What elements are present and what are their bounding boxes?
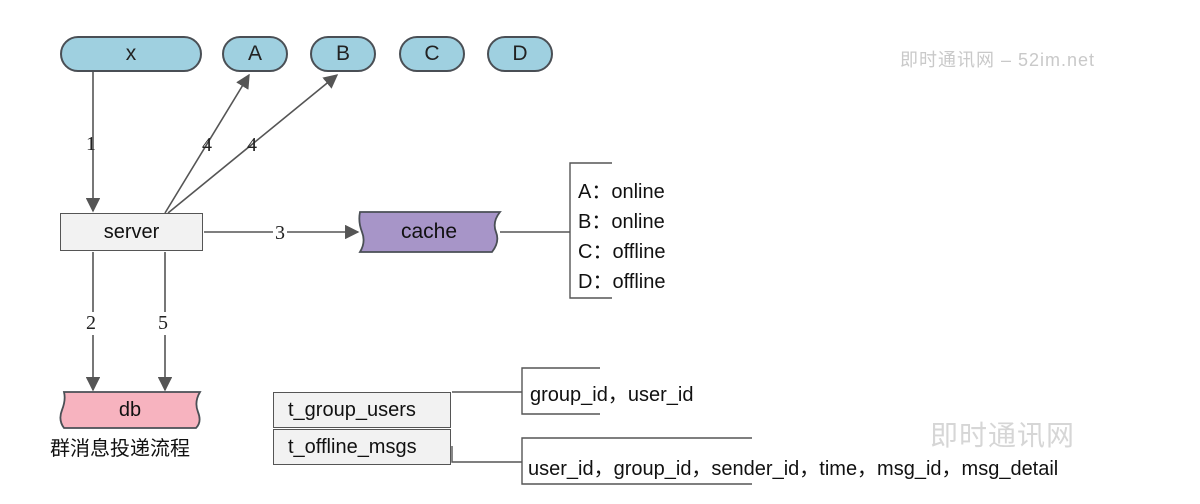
edge-label-4a: 4 (202, 134, 212, 156)
cache-label: cache (400, 220, 458, 243)
edge-label-3: 3 (273, 222, 287, 245)
edge-label-4b: 4 (247, 134, 257, 156)
client-D: D (487, 36, 553, 72)
server-node: server (60, 213, 203, 251)
offline-msgs-bracket (521, 437, 752, 485)
edge-server-B (167, 74, 339, 214)
table-t-group-users: t_group_users (273, 392, 451, 428)
watermark-top: 即时通讯网 – 52im.net (900, 50, 1096, 70)
group-users-bracket (521, 367, 600, 415)
diagram-caption: 群消息投递流程 (50, 438, 190, 460)
t-offline-link (451, 446, 522, 463)
client-x: x (60, 36, 202, 72)
table-t-offline-msgs: t_offline_msgs (273, 429, 451, 465)
client-C: C (399, 36, 465, 72)
edge-label-1: 1 (86, 133, 96, 155)
db-shape (59, 391, 202, 429)
status-D: D：offline (578, 271, 666, 293)
status-C: C：offline (578, 241, 666, 263)
db-label: db (118, 398, 142, 421)
status-B: B：online (578, 211, 665, 233)
t-offline-msgs-fields: user_id，group_id，sender_id，time，msg_id，m… (528, 458, 1059, 480)
t-group-users-fields: group_id，user_id (530, 384, 694, 406)
client-A: A (222, 36, 288, 72)
cache-shape (358, 211, 502, 253)
edge-label-2: 2 (86, 312, 96, 335)
status-bracket (569, 162, 612, 299)
edge-label-5: 5 (158, 312, 168, 335)
client-B: B (310, 36, 376, 72)
edge-server-A (164, 73, 250, 214)
watermark-bottom: 即时通讯网 (930, 420, 1076, 451)
status-A: A：online (578, 181, 665, 203)
